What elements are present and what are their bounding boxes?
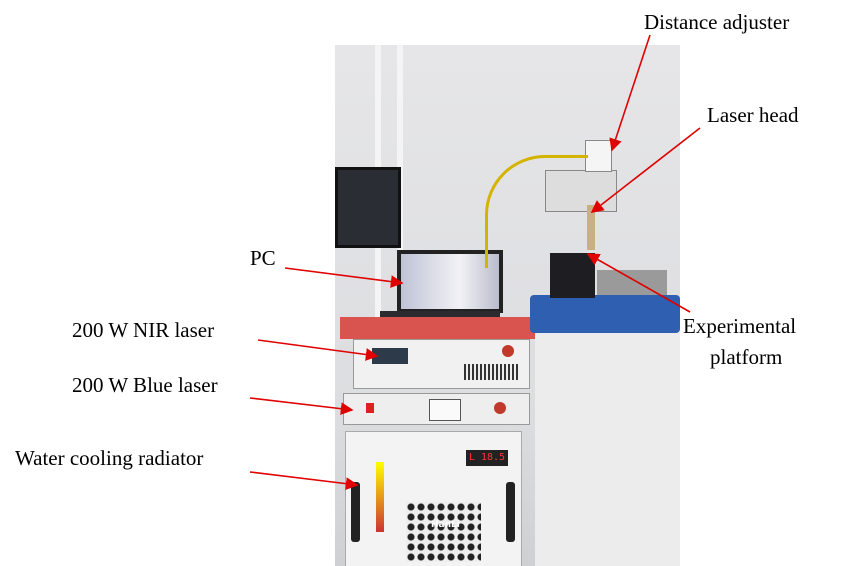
power-switch [366,403,374,413]
label-blue-laser: 200 W Blue laser [72,373,218,397]
monitor [335,167,401,248]
arrow-nir-laser [257,339,379,361]
water-cooler: L 18.5 HanLi [345,431,522,566]
stage [597,270,667,295]
gauge [429,399,461,421]
emergency-stop [494,402,506,414]
blue-laser-unit [343,393,530,425]
label-laser-head: Laser head [707,103,799,127]
label-nir-laser: 200 W NIR laser [72,318,215,342]
label-platform-line1: Experimental [683,314,797,338]
level-gauge [376,462,384,532]
arrow-blue-laser [249,397,354,416]
cooler-grille [406,502,481,562]
vent [464,364,519,380]
machine-base [535,300,680,566]
cooler-display: L 18.5 [466,450,508,466]
arrow-laser-head [590,127,701,213]
label-pc: PC [250,246,276,270]
fiber-cable [485,155,588,268]
arrow-platform [586,253,691,313]
label-radiator: Water cooling radiator [15,446,204,470]
handle [351,482,360,542]
arrow-radiator [249,471,359,491]
red-tabletop [340,317,555,339]
brand-logo: HanLi [431,520,460,530]
setup-photo: L 18.5 HanLi [335,45,680,566]
blue-table [530,295,680,333]
arrow-distance-adjuster [609,34,651,152]
arrow-pc [284,267,404,288]
label-platform-line2: platform [710,345,783,369]
laser-head [587,205,595,250]
label-distance-adjuster: Distance adjuster [644,10,790,34]
handle [506,482,515,542]
nir-laser-unit [353,339,530,389]
nir-display [372,348,408,364]
emergency-stop [502,345,514,357]
